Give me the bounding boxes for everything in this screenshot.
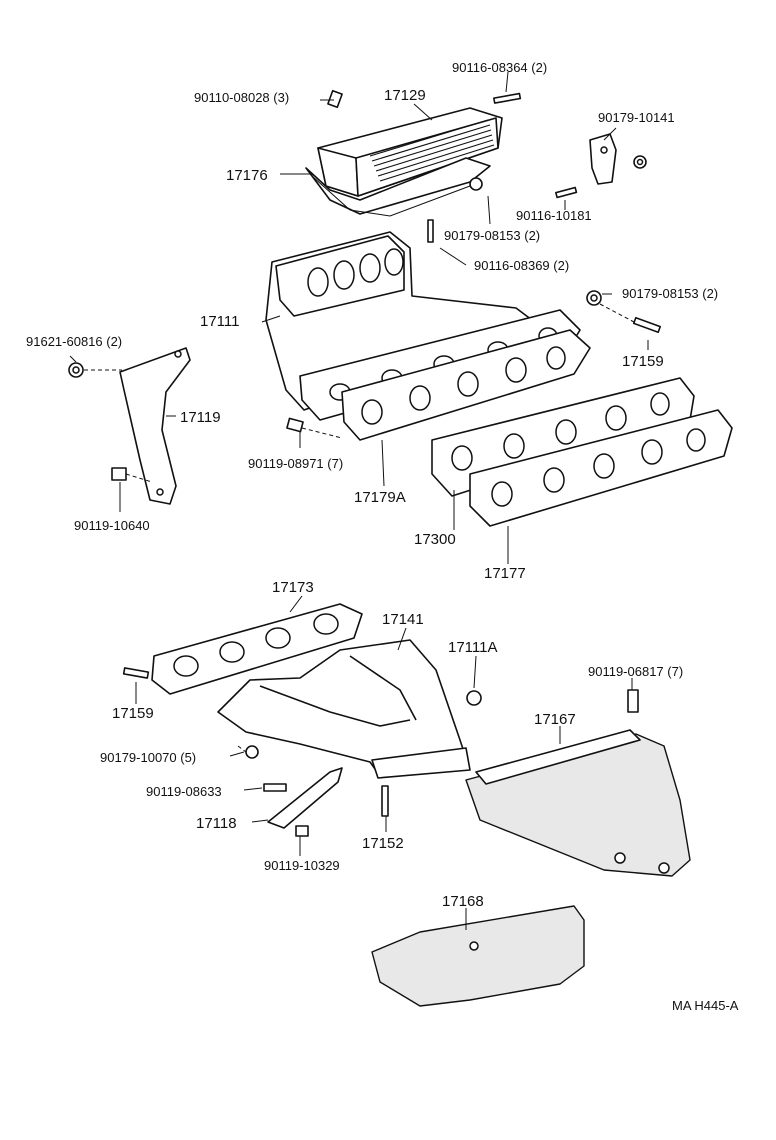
nut-91621-60816 bbox=[68, 362, 122, 378]
bolt-90119-08971 bbox=[286, 417, 343, 439]
stud-90116-08364 bbox=[493, 92, 522, 104]
label-17111A: 17111A bbox=[448, 639, 498, 656]
label-90179-10070: 90179-10070 (5) bbox=[100, 750, 196, 765]
label-90116-08369: 90116-08369 (2) bbox=[474, 258, 569, 273]
plenum-cover-17129 bbox=[317, 107, 503, 197]
plenum-gasket-17176 bbox=[305, 157, 491, 217]
label-91621-60816: 91621-60816 (2) bbox=[26, 334, 122, 349]
stud-90116-08369 bbox=[427, 219, 434, 243]
label-90119-06817: 90119-06817 (7) bbox=[588, 664, 683, 679]
bracket-17119 bbox=[119, 347, 191, 505]
exhaust-gasket-17173 bbox=[151, 603, 363, 695]
label-90116-10181: 90116-10181 bbox=[516, 208, 592, 223]
label-90119-10640: 90119-10640 bbox=[74, 518, 150, 533]
reference-code: MA H445-A bbox=[672, 998, 739, 1013]
bolt-90119-06817 bbox=[627, 689, 639, 713]
nut-90179-08153-lower bbox=[586, 290, 602, 306]
leader-lines bbox=[69, 71, 649, 930]
nut-90179-10070 bbox=[237, 745, 259, 759]
gasket-17177 bbox=[469, 409, 733, 527]
label-17179A: 17179A bbox=[354, 489, 406, 506]
stud-17152 bbox=[381, 785, 389, 817]
part-labels: 90116-08364 (2) 90110-08028 (3) 17129 90… bbox=[26, 60, 739, 1013]
label-17119: 17119 bbox=[180, 409, 221, 426]
label-90179-10141: 90179-10141 bbox=[598, 110, 675, 125]
label-90179-08153-upper: 90179-08153 (2) bbox=[444, 228, 540, 243]
stud-90116-10181 bbox=[555, 186, 578, 199]
stud-17159-upper bbox=[599, 303, 662, 334]
bolt-90119-08633 bbox=[263, 783, 287, 792]
exhaust-manifold-17141 bbox=[217, 639, 471, 779]
label-17173: 17173 bbox=[272, 579, 314, 596]
bolt-90119-10329 bbox=[295, 825, 309, 837]
label-17159-upper: 17159 bbox=[622, 353, 664, 370]
label-17177: 17177 bbox=[484, 565, 526, 582]
gasket-17179A bbox=[341, 329, 591, 441]
bolt-90119-10640 bbox=[111, 467, 153, 483]
bracket-90179-10141 bbox=[589, 133, 647, 185]
heat-insulator-17167 bbox=[465, 729, 691, 877]
nut-90179-08153-upper bbox=[469, 177, 483, 191]
label-90110-08028: 90110-08028 (3) bbox=[194, 90, 289, 105]
label-90119-08971: 90119-08971 (7) bbox=[248, 456, 343, 471]
label-90119-08633: 90119-08633 bbox=[146, 784, 222, 799]
label-17141: 17141 bbox=[382, 611, 424, 628]
label-17152: 17152 bbox=[362, 835, 404, 852]
bolt-90110-08028 bbox=[327, 89, 343, 109]
label-17167: 17167 bbox=[534, 711, 576, 728]
label-17168: 17168 bbox=[442, 893, 484, 910]
nut-17111A bbox=[466, 690, 482, 706]
label-90119-10329: 90119-10329 bbox=[264, 858, 340, 873]
label-17111: 17111 bbox=[200, 313, 240, 330]
label-17176: 17176 bbox=[226, 167, 268, 184]
stud-17159-lower bbox=[122, 667, 150, 679]
label-90179-08153-lower: 90179-08153 (2) bbox=[622, 286, 718, 301]
label-17118: 17118 bbox=[196, 815, 237, 832]
bracket-17118 bbox=[267, 767, 343, 829]
label-17159-lower: 17159 bbox=[112, 705, 154, 722]
label-17129: 17129 bbox=[384, 87, 426, 104]
heat-insulator-17168 bbox=[371, 905, 585, 1007]
label-90116-08364: 90116-08364 (2) bbox=[452, 60, 547, 75]
label-17300: 17300 bbox=[414, 531, 456, 548]
